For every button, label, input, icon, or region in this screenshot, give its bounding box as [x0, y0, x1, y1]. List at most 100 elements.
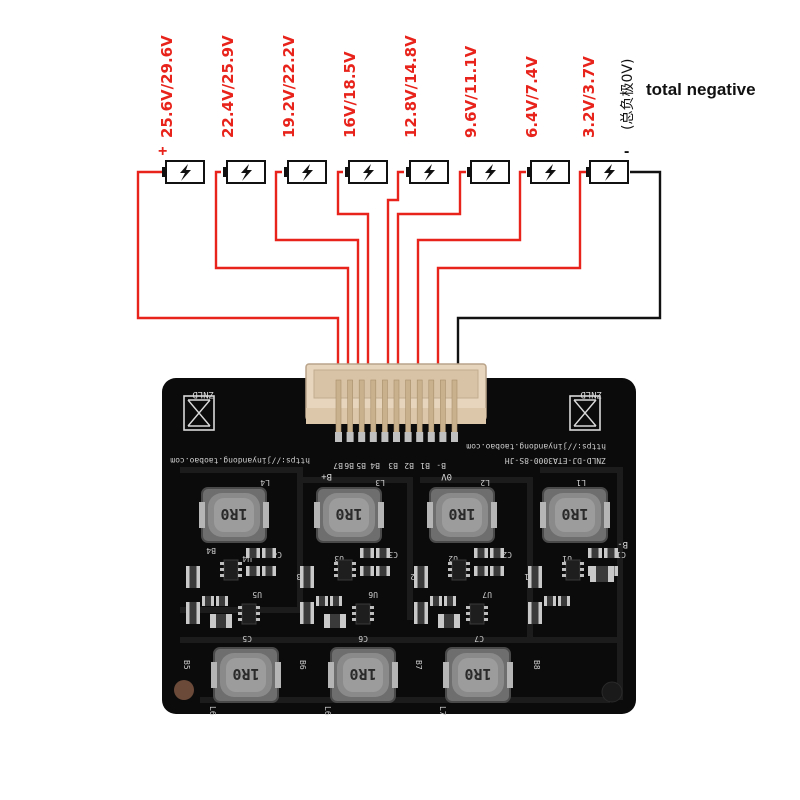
balancer-ic-4 [562, 559, 584, 581]
inductor-marking: 1R0 [335, 505, 362, 523]
voltage-label-6: 9.6V/11.1V [462, 45, 480, 138]
pcb-traces [180, 467, 623, 703]
smd-part [588, 548, 602, 558]
connector-pin [416, 379, 423, 435]
solder-pad [335, 432, 342, 442]
connector-pin [335, 379, 342, 435]
ref-c5: C5 [242, 634, 252, 643]
logo-left-text: ZNLD [192, 389, 214, 399]
smd-cap-body [216, 614, 226, 628]
solder-pad [381, 432, 389, 442]
inductor-3: 1R0 [427, 487, 497, 543]
solder-pad [427, 432, 435, 442]
smd-part [202, 596, 214, 606]
solder-pad [439, 432, 447, 442]
plus-sign: + [158, 143, 167, 160]
inductor-1: 1R0 [199, 487, 269, 543]
inductor-refs: L4 L3 L2 L1 L6 L6 L7 [208, 478, 586, 716]
lightning-bolt-icon [363, 164, 374, 181]
smd-part [376, 566, 390, 576]
voltage-label-7: 6.4V/7.4V [523, 56, 541, 138]
ref-u3: U3 [334, 554, 344, 563]
silk-url-right: https://jinyandong.taobao.com [466, 442, 606, 451]
voltage-label-8: 3.2V/3.7V [580, 56, 598, 138]
logo-right-text: ZNLD [580, 389, 602, 399]
inductor-marking: 1R0 [349, 665, 376, 683]
ic-refs: U4 U3 U2 U1 U5 U6 U7 C4 C3 C2 C1 C5 C6 C… [242, 550, 626, 643]
pin-label-b7: B7 [333, 461, 343, 470]
smd-part [360, 566, 374, 576]
battery-cell-5 [406, 160, 449, 184]
battery-cell-6 [467, 160, 510, 184]
negative-label-en: total negative [646, 80, 756, 99]
mounting-pad-right [601, 681, 623, 703]
pcb-substrate [162, 378, 636, 714]
minus-sign: - [624, 143, 629, 160]
silk-bminus: B- [617, 539, 628, 549]
smd-part [430, 596, 442, 606]
pin-label-b6: B6 [344, 461, 354, 470]
ref-c3: C3 [388, 550, 398, 559]
ref-l3: L3 [375, 478, 385, 487]
inductor-marking: 1R0 [464, 665, 491, 683]
ref-b4: B4 [206, 546, 216, 555]
battery-cells [162, 160, 629, 184]
inductor-5: 1R0 [211, 647, 281, 703]
smd-part [360, 548, 374, 558]
ref-u1: U1 [562, 554, 572, 563]
connector-pin [405, 379, 411, 435]
smd-part [262, 548, 276, 558]
silk-zero-v: 0V [441, 471, 452, 481]
connector-pin [440, 379, 446, 435]
ref-l6a: L6 [208, 706, 217, 716]
ref-u5: U5 [252, 590, 262, 599]
smd-cap-large-body [596, 566, 608, 582]
lightning-bolt-icon [241, 164, 252, 181]
smd-part [246, 566, 260, 576]
lightning-bolt-icon [302, 164, 313, 181]
smd-components [186, 548, 618, 628]
balancer-ic-1 [220, 559, 242, 581]
silk-url-left: https://jinyandong.taobao.com [170, 456, 310, 465]
balancer-ic-2 [334, 559, 356, 581]
balancer-ic-lower-1 [238, 603, 260, 625]
pin-label-b4: B4 [370, 461, 380, 470]
battery-cell-4 [345, 160, 388, 184]
balancer-ic-3 [448, 559, 470, 581]
mounting-pad-left [174, 680, 194, 700]
wire-b2 [416, 170, 526, 435]
znld-logo-right: ZNLD [569, 389, 602, 431]
inductor-marking: 1R0 [220, 505, 247, 523]
inductors: 1R0 1R0 1R0 1R0 1R0 1R0 1R0 [199, 487, 610, 703]
wire-b1 [436, 170, 586, 435]
voltage-label-2: 22.4V/25.9V [219, 35, 237, 138]
ref-c4: C4 [272, 550, 282, 559]
wire-b7 [214, 170, 350, 435]
inductor-marking: 1R0 [448, 505, 475, 523]
pin-labels: B7 B6 B5 B4 B3 B2 B1 B- B+ 0V B- [321, 461, 628, 549]
silk-model: ZNLD-DJ-ETA3000-8S-JH [505, 456, 606, 465]
solder-pad [416, 432, 424, 442]
negative-label-cn: (总负极0V) [620, 59, 636, 130]
ref-c1: C1 [616, 550, 626, 559]
wire-bminus [456, 170, 662, 435]
smd-part [316, 596, 328, 606]
smd-part [300, 566, 314, 588]
inductor-4: 1R0 [540, 487, 610, 543]
ref-c7: C7 [474, 634, 484, 643]
smd-part [490, 548, 504, 558]
smd-part [474, 548, 488, 558]
lightning-bolt-icon [485, 164, 496, 181]
smd-part [186, 602, 200, 624]
lightning-bolt-icon [545, 164, 556, 181]
inductor-6: 1R0 [328, 647, 398, 703]
smd-part [376, 548, 390, 558]
pin-label-b5: B5 [356, 461, 366, 470]
ref-b6: B6 [298, 660, 307, 670]
ref-c6: C6 [358, 634, 368, 643]
solder-pad [369, 432, 377, 442]
solder-pad [451, 432, 458, 442]
wire-b3 [396, 170, 466, 435]
ref-u6: U6 [368, 590, 378, 599]
ref-u7: U7 [482, 590, 492, 599]
